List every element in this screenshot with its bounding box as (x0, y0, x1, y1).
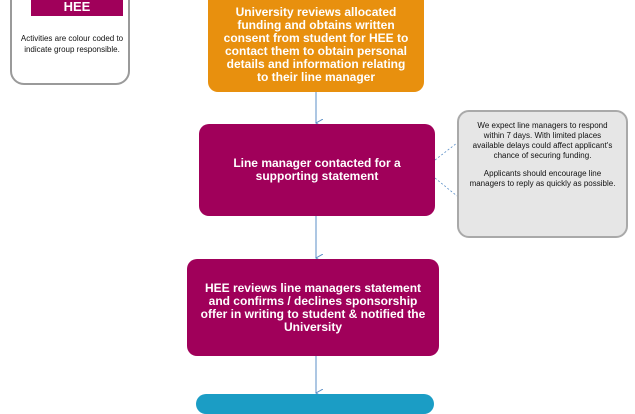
hee-colour-swatch: HEE (31, 0, 123, 16)
callout-paragraph-encourage: Applicants should encourage line manager… (469, 169, 616, 188)
step-line-manager-contacted: Line manager contacted for a supporting … (199, 124, 435, 216)
step-next-partial (196, 394, 434, 414)
step-hee-review-text: HEE reviews line managers statement and … (200, 280, 426, 334)
step-university-text: University reviews allocated funding and… (223, 5, 409, 84)
colour-key-legend: HEE Activities are colour coded to indic… (10, 0, 130, 85)
callout-paragraph-response-time: We expect line managers to respond withi… (472, 121, 613, 160)
callout-connector-upper (434, 142, 458, 161)
line-manager-response-callout: We expect line managers to respond withi… (457, 110, 628, 238)
colour-key-note: Activities are colour coded to indicate … (20, 34, 124, 54)
flow-connectors (0, 92, 458, 400)
step-hee-reviews-statement: HEE reviews line managers statement and … (187, 259, 439, 356)
step-line-manager-text: Line manager contacted for a supporting … (233, 156, 401, 183)
callout-connector-lower (434, 177, 458, 197)
step-university-reviews-funding: University reviews allocated funding and… (208, 0, 424, 92)
